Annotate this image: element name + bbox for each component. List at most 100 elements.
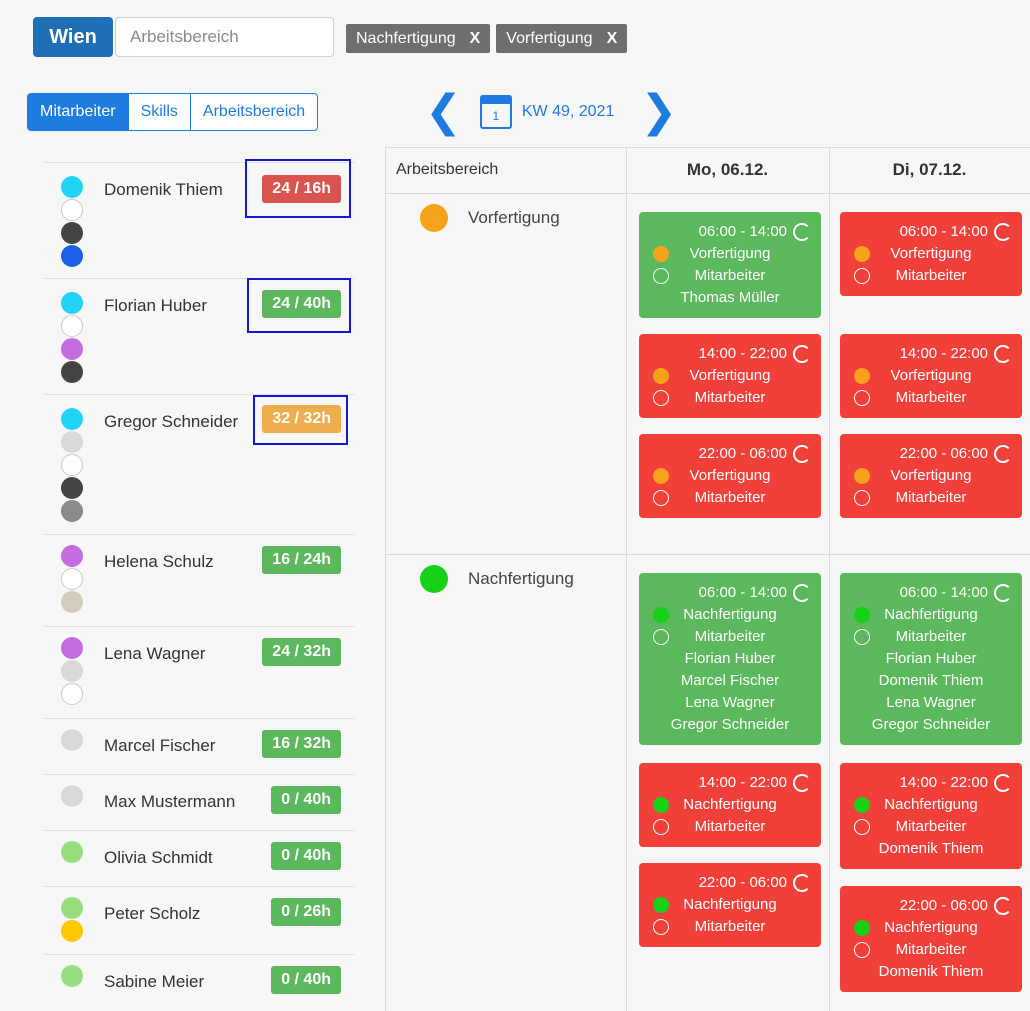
employee-row[interactable]: Florian Huber 24 / 40h — [44, 278, 355, 394]
skill-dot — [61, 454, 83, 476]
employee-name: Sabine Meier — [104, 972, 205, 991]
employee-row[interactable]: Marcel Fischer 16 / 32h — [44, 718, 355, 774]
shift-time: 22:00 - 06:00 — [899, 897, 988, 914]
role-indicator-icon — [854, 268, 870, 284]
shift-card[interactable]: 14:00 - 22:00 Nachfertigung Mitarbeiter … — [840, 763, 1022, 869]
refresh-icon[interactable] — [994, 345, 1012, 363]
shift-time: 14:00 - 22:00 — [899, 345, 988, 362]
refresh-icon[interactable] — [994, 223, 1012, 241]
employee-row[interactable]: Peter Scholz 0 / 26h — [44, 886, 355, 954]
skill-dots — [61, 292, 83, 384]
employee-row[interactable]: Helena Schulz 16 / 24h — [44, 534, 355, 626]
skill-dots — [61, 841, 83, 864]
shift-area: Vorfertigung — [890, 467, 972, 484]
shift-card[interactable]: 22:00 - 06:00 Nachfertigung Mitarbeiter — [639, 863, 821, 947]
hours-badge: 16 / 32h — [262, 730, 341, 758]
employee-row[interactable]: Lena Wagner 24 / 32h — [44, 626, 355, 718]
skill-dot — [61, 500, 83, 522]
shift-time: 14:00 - 22:00 — [698, 345, 787, 362]
shift-time: 06:00 - 14:00 — [698, 584, 787, 601]
shift-card[interactable]: 14:00 - 22:00 Nachfertigung Mitarbeiter — [639, 763, 821, 847]
employee-name: Gregor Schneider — [104, 412, 239, 431]
chip-remove-icon[interactable]: X — [606, 29, 618, 47]
role-indicator-icon — [653, 819, 669, 835]
skill-dot — [61, 965, 83, 987]
employee-name: Helena Schulz — [104, 552, 214, 571]
skill-dot — [61, 785, 83, 807]
shift-area: Vorfertigung — [689, 367, 771, 384]
week-label[interactable]: KW 49, 2021 — [521, 103, 615, 120]
shift-time: 22:00 - 06:00 — [698, 445, 787, 462]
skill-dot — [61, 315, 83, 337]
refresh-icon[interactable] — [994, 897, 1012, 915]
shift-time: 06:00 - 14:00 — [899, 223, 988, 240]
tab-skills[interactable]: Skills — [127, 94, 190, 130]
hours-badge: 24 / 16h — [262, 175, 341, 203]
skill-dot — [61, 245, 83, 267]
skill-dot — [61, 477, 83, 499]
employee-name: Olivia Schmidt — [104, 848, 213, 867]
employee-row[interactable]: Max Mustermann 0 / 40h — [44, 774, 355, 830]
chevron-left-icon[interactable]: ❮ — [425, 87, 462, 136]
shift-card[interactable]: 06:00 - 14:00 Vorfertigung Mitarbeiter T… — [639, 212, 821, 318]
shift-card[interactable]: 06:00 - 14:00 Nachfertigung Mitarbeiter … — [840, 573, 1022, 745]
hours-badge: 24 / 40h — [262, 290, 341, 318]
shift-area: Nachfertigung — [683, 896, 777, 913]
shift-card[interactable]: 22:00 - 06:00 Vorfertigung Mitarbeiter — [840, 434, 1022, 518]
shift-role: Mitarbeiter — [694, 267, 766, 284]
employee-name: Domenik Thiem — [104, 180, 223, 199]
employee-row[interactable]: Domenik Thiem 24 / 16h — [44, 162, 355, 278]
skill-dot — [61, 568, 83, 590]
tab-arbeitsbereich[interactable]: Arbeitsbereich — [189, 94, 318, 130]
shift-card[interactable]: 06:00 - 14:00 Nachfertigung Mitarbeiter … — [639, 573, 821, 745]
week-navigation: ❮ 1 KW 49, 2021 ❯ — [425, 88, 677, 136]
refresh-icon[interactable] — [994, 774, 1012, 792]
shift-role: Mitarbeiter — [895, 818, 967, 835]
assigned-employee: Domenik Thiem — [878, 672, 984, 689]
highlight-box — [245, 159, 351, 218]
skill-dot — [61, 660, 83, 682]
employee-name: Marcel Fischer — [104, 736, 216, 755]
area-name: Nachfertigung — [468, 569, 574, 588]
skill-dot — [61, 545, 83, 567]
hours-badge: 0 / 40h — [271, 966, 341, 994]
employee-row[interactable]: Sabine Meier 0 / 40h — [44, 954, 355, 1010]
refresh-icon[interactable] — [994, 584, 1012, 602]
chip-remove-icon[interactable]: X — [469, 29, 481, 47]
shift-time: 14:00 - 22:00 — [899, 774, 988, 791]
role-indicator-icon — [854, 629, 870, 645]
refresh-icon[interactable] — [793, 223, 811, 241]
assigned-employee: Domenik Thiem — [878, 840, 984, 857]
refresh-icon[interactable] — [793, 445, 811, 463]
area-search-input[interactable] — [115, 17, 334, 57]
view-switcher: Mitarbeiter Skills Arbeitsbereich — [27, 93, 319, 131]
employee-row[interactable]: Gregor Schneider 32 / 32h — [44, 394, 355, 534]
chip-label: Nachfertigung — [356, 29, 456, 47]
shift-role: Mitarbeiter — [895, 628, 967, 645]
area-indicator-icon — [653, 607, 669, 623]
shift-card[interactable]: 06:00 - 14:00 Vorfertigung Mitarbeiter — [840, 212, 1022, 296]
shift-card[interactable]: 14:00 - 22:00 Vorfertigung Mitarbeiter — [639, 334, 821, 418]
refresh-icon[interactable] — [793, 774, 811, 792]
shift-card[interactable]: 22:00 - 06:00 Nachfertigung Mitarbeiter … — [840, 886, 1022, 992]
refresh-icon[interactable] — [793, 874, 811, 892]
skill-dot — [61, 841, 83, 863]
shift-area: Vorfertigung — [689, 467, 771, 484]
refresh-icon[interactable] — [994, 445, 1012, 463]
calendar-icon[interactable]: 1 — [479, 95, 512, 129]
highlight-box — [253, 395, 348, 445]
area-indicator-icon — [854, 468, 870, 484]
shift-card[interactable]: 22:00 - 06:00 Vorfertigung Mitarbeiter — [639, 434, 821, 518]
shift-area: Vorfertigung — [689, 245, 771, 262]
shift-area: Nachfertigung — [683, 606, 777, 623]
role-indicator-icon — [854, 942, 870, 958]
shift-card[interactable]: 14:00 - 22:00 Vorfertigung Mitarbeiter — [840, 334, 1022, 418]
shift-area: Nachfertigung — [683, 796, 777, 813]
refresh-icon[interactable] — [793, 584, 811, 602]
location-button[interactable]: Wien — [33, 17, 113, 57]
area-indicator-icon — [854, 368, 870, 384]
chevron-right-icon[interactable]: ❯ — [640, 87, 678, 136]
refresh-icon[interactable] — [793, 345, 811, 363]
employee-row[interactable]: Olivia Schmidt 0 / 40h — [44, 830, 355, 886]
tab-mitarbeiter[interactable]: Mitarbeiter — [28, 94, 128, 130]
